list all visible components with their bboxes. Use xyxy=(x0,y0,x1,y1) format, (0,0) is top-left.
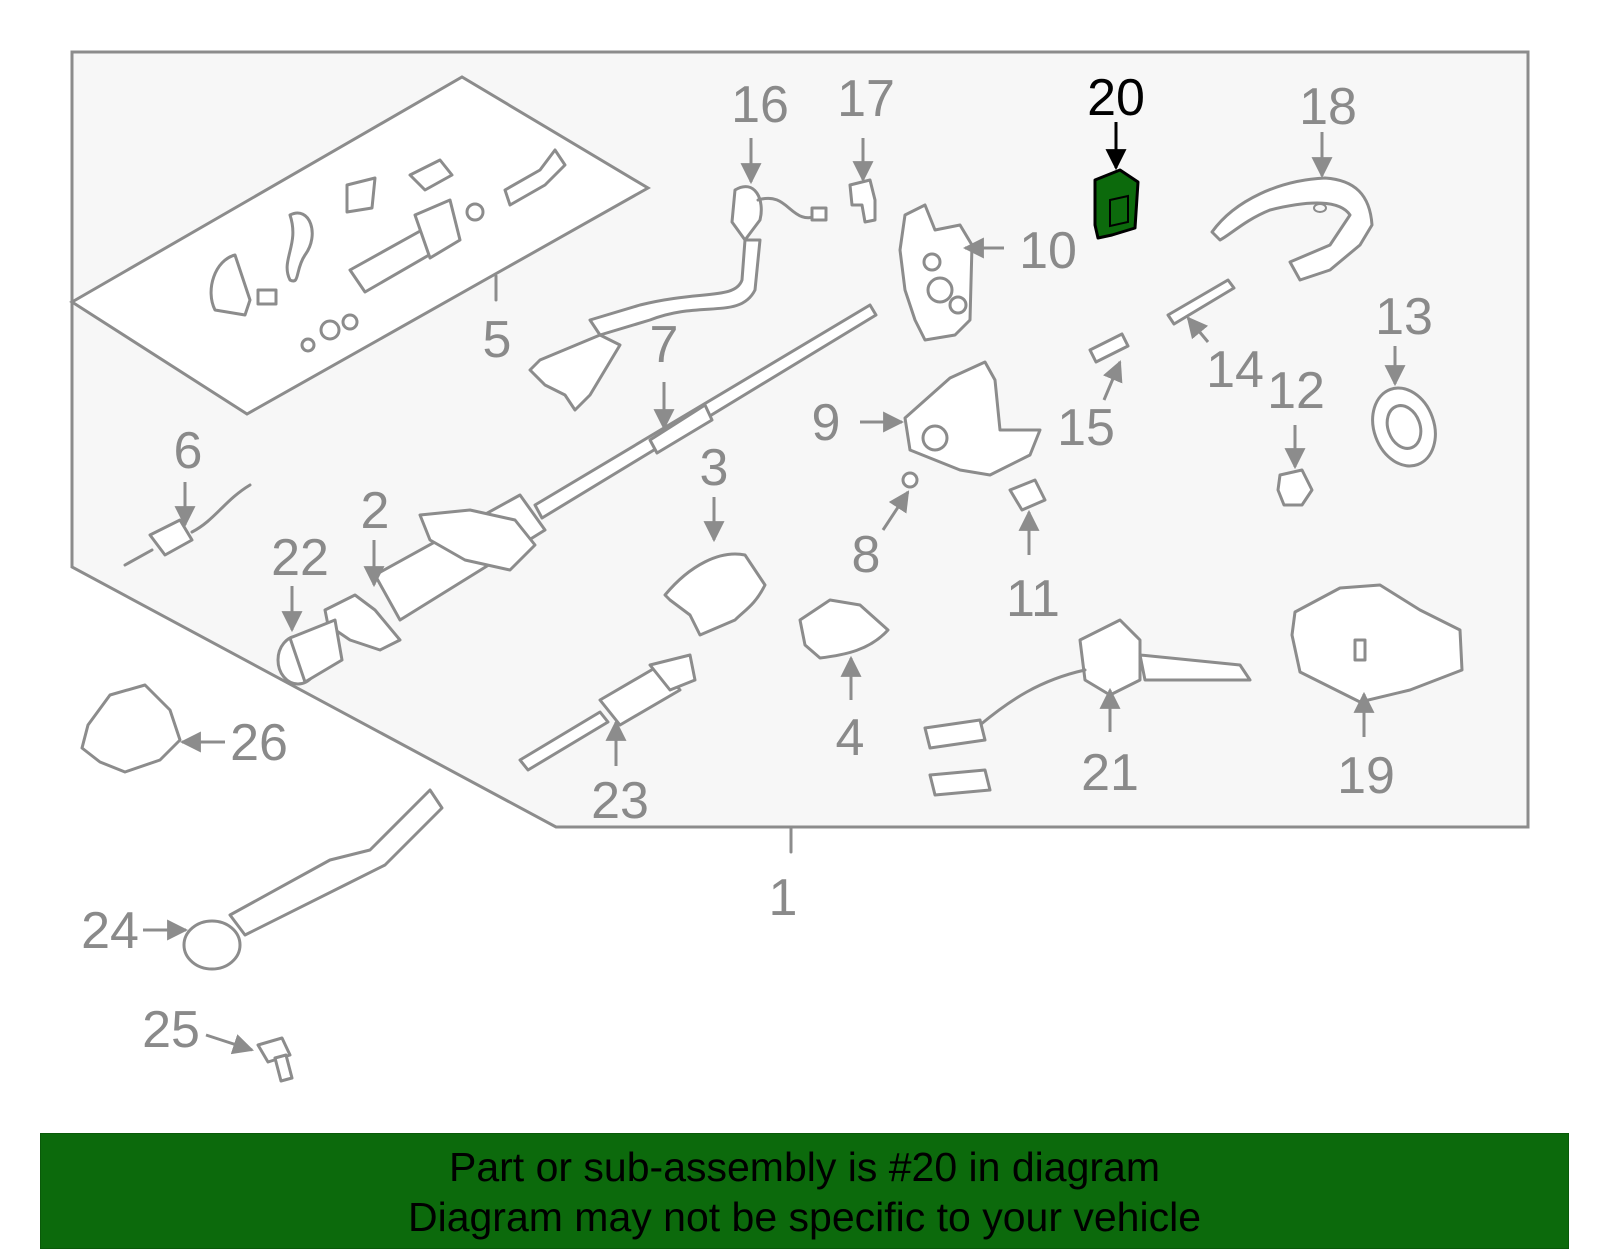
callout-19: 19 xyxy=(1337,747,1395,805)
part-4-bracket xyxy=(798,598,890,660)
callout-22: 22 xyxy=(271,529,329,587)
callout-12: 12 xyxy=(1267,362,1325,420)
part-20-highlighted xyxy=(1093,168,1140,240)
part-8-ring xyxy=(901,471,919,489)
callout-26: 26 xyxy=(230,714,288,772)
banner-line-2: Diagram may not be specific to your vehi… xyxy=(407,1194,1201,1240)
part-9-housing xyxy=(903,360,1042,477)
part-14-pin xyxy=(1166,278,1236,326)
callout-25: 25 xyxy=(142,1001,200,1059)
callout-10: 10 xyxy=(1019,222,1077,280)
part-13-ring xyxy=(1371,386,1437,468)
callout-24: 24 xyxy=(81,902,139,960)
callout-20-highlighted: 20 xyxy=(1087,69,1145,127)
part-25-bolt xyxy=(256,1036,294,1083)
callout-7: 7 xyxy=(650,316,679,374)
callout-9: 9 xyxy=(812,394,841,452)
part-22-sleeve xyxy=(276,618,344,686)
part-24-intermediate-shaft xyxy=(182,788,444,971)
part-7-shaft xyxy=(533,303,878,520)
part-2-column xyxy=(323,493,547,652)
part-3-cover xyxy=(663,552,767,637)
lock-kit-parts xyxy=(209,148,567,353)
callout-6: 6 xyxy=(174,422,203,480)
part-21-switch xyxy=(923,618,1252,797)
part-18-cover xyxy=(1210,176,1374,282)
callout-3: 3 xyxy=(700,439,729,497)
part-6-switch xyxy=(123,483,252,567)
callout-21: 21 xyxy=(1081,744,1139,802)
part-16-harness xyxy=(528,185,828,412)
callout-14: 14 xyxy=(1206,341,1264,399)
info-banner: Part or sub-assembly is #20 in diagram D… xyxy=(40,1133,1569,1249)
callout-13: 13 xyxy=(1375,288,1433,346)
subkit-box xyxy=(69,75,651,416)
part-17-bulb xyxy=(848,178,877,224)
callout-15: 15 xyxy=(1057,399,1115,457)
callout-2: 2 xyxy=(361,482,390,540)
part-12-cap xyxy=(1276,468,1314,507)
part-10-housing xyxy=(898,203,974,342)
part-15-spring xyxy=(1088,332,1130,364)
callout-5: 5 xyxy=(483,311,512,369)
part-11-spring xyxy=(1008,478,1047,512)
callout-18: 18 xyxy=(1299,78,1357,136)
callout-16: 16 xyxy=(731,76,789,134)
callout-8: 8 xyxy=(852,526,881,584)
callout-17: 17 xyxy=(837,70,895,128)
callout-1: 1 xyxy=(769,869,798,927)
part-19-lower-cover xyxy=(1290,583,1464,704)
callout-23: 23 xyxy=(591,772,649,830)
callout-4: 4 xyxy=(836,709,865,767)
callout-11: 11 xyxy=(1006,570,1060,628)
assembly-panel xyxy=(70,50,1530,829)
banner-line-1: Part or sub-assembly is #20 in diagram xyxy=(449,1144,1160,1190)
part-26-bracket xyxy=(80,683,182,774)
